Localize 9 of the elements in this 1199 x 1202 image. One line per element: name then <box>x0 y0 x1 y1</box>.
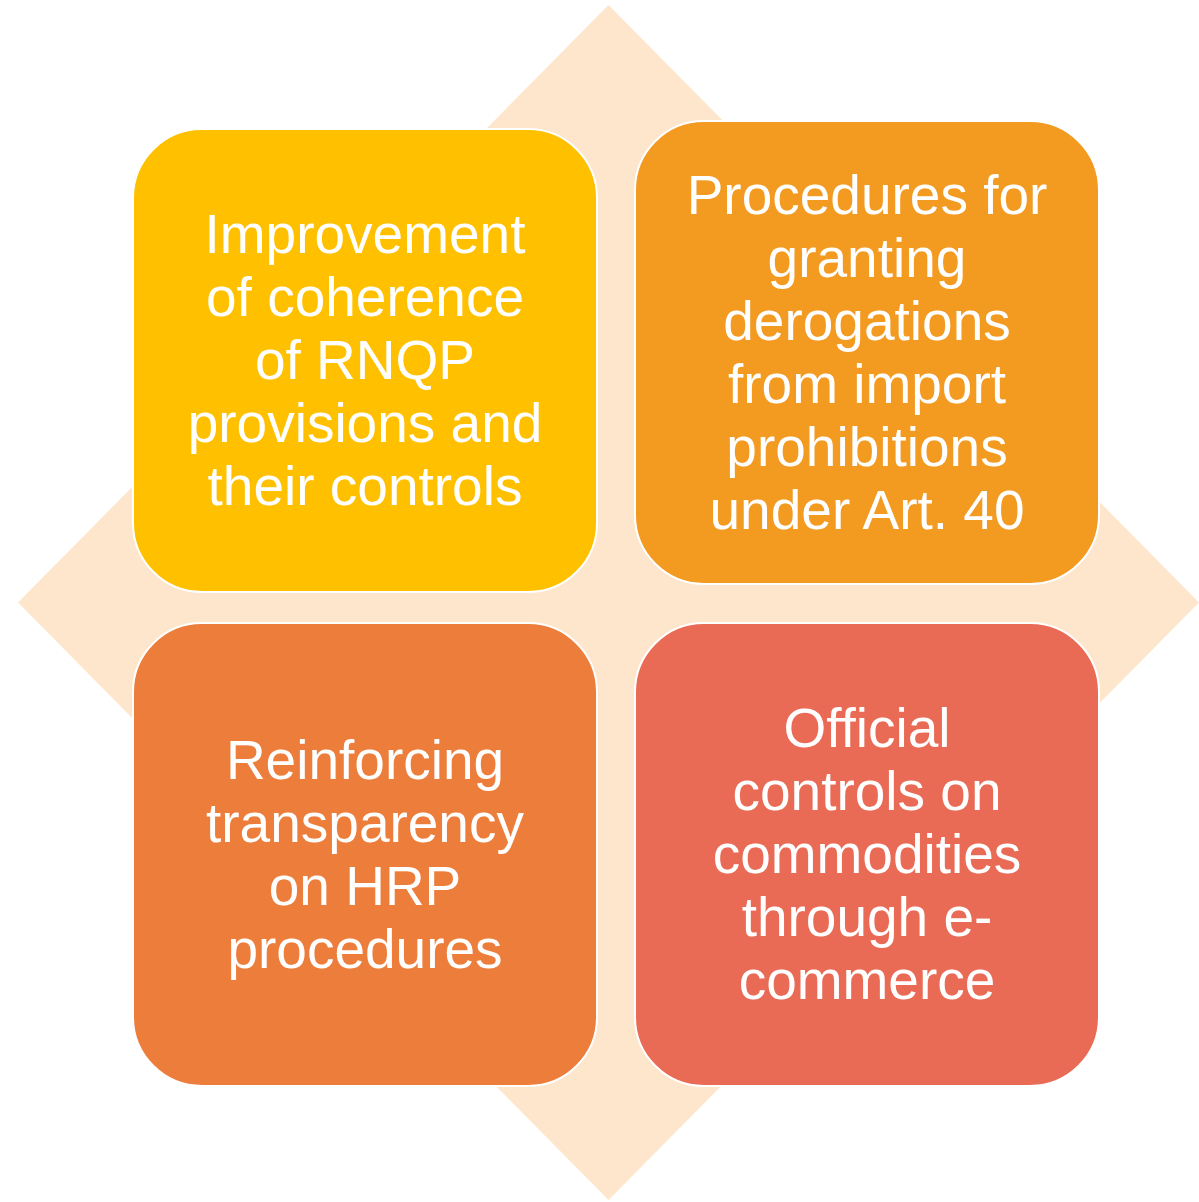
box-text: Improvement of coherence of RNQP provisions and their controls <box>186 203 544 518</box>
rounded-box <box>634 120 1100 585</box>
box-text: Procedures for granting derogations from import prohibitions under Art. 40 <box>685 163 1049 542</box>
rounded-box <box>132 128 598 593</box>
box-text: Reinforcing transparency on HRP procedures <box>205 728 525 981</box>
rounded-box <box>634 622 1100 1087</box>
background-diamond <box>18 5 1199 1200</box>
rounded-box <box>132 622 598 1087</box>
box-text: Official controls on commodities through e-commerce <box>711 697 1023 1012</box>
